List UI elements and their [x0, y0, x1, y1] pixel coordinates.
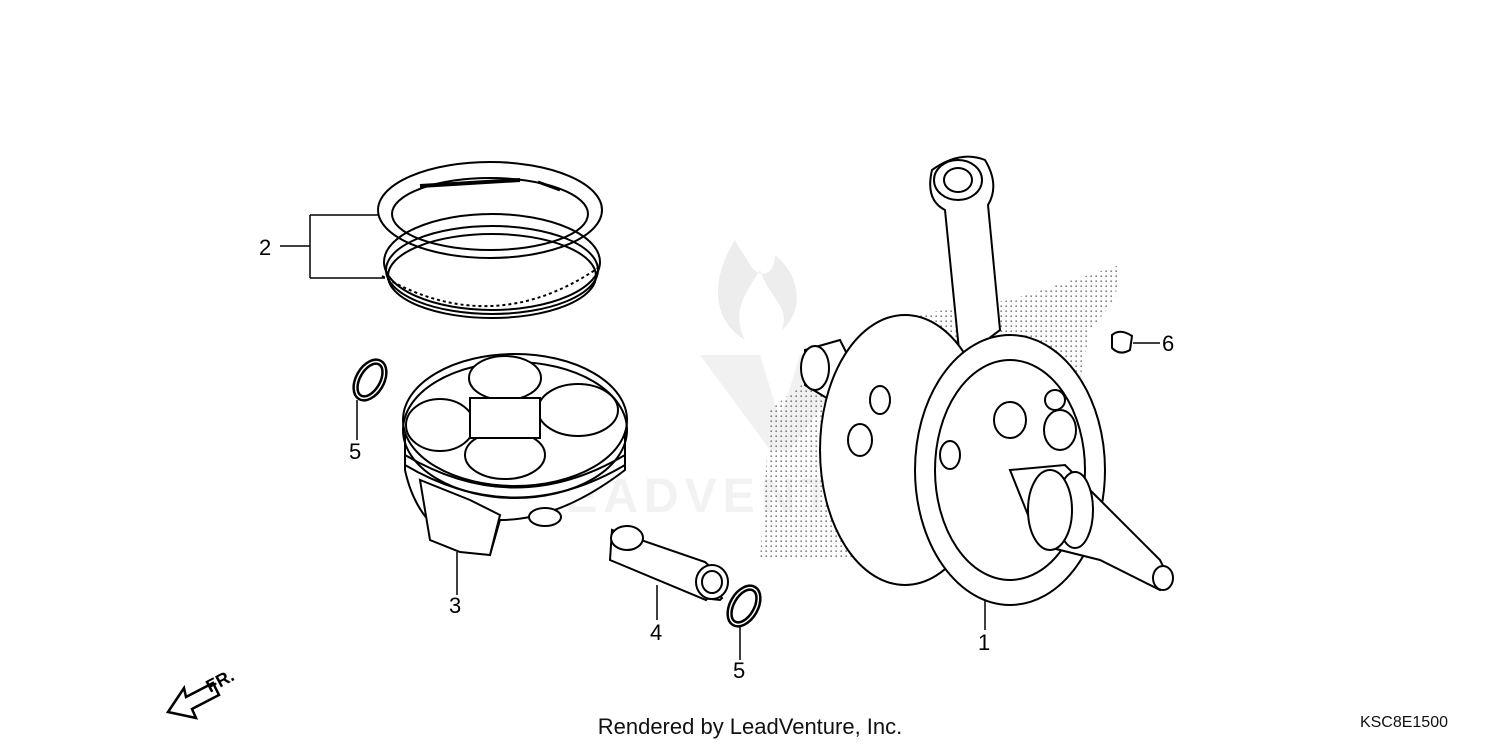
callout-2: 2 — [259, 235, 271, 260]
callout-1: 1 — [978, 630, 990, 655]
leader-lines — [280, 214, 1160, 660]
callout-5-lower: 5 — [733, 658, 745, 683]
callout-3: 3 — [449, 593, 461, 618]
callout-5-upper: 5 — [349, 439, 361, 464]
circlip-lower — [726, 584, 762, 628]
woodruff-key — [1111, 330, 1134, 354]
arrow-icon — [165, 681, 221, 720]
front-direction-arrow: FR. — [165, 665, 237, 720]
rendered-by-footer: Rendered by LeadVenture, Inc. — [597, 714, 903, 739]
piston-pin — [608, 525, 729, 602]
diagram-code: KSC8E1500 — [1359, 714, 1448, 731]
piston-rings — [377, 161, 603, 319]
callout-6: 6 — [1162, 331, 1174, 356]
piston — [402, 353, 628, 557]
crankshaft — [800, 155, 1174, 606]
callout-4: 4 — [650, 620, 662, 645]
circlip-upper — [352, 358, 388, 402]
